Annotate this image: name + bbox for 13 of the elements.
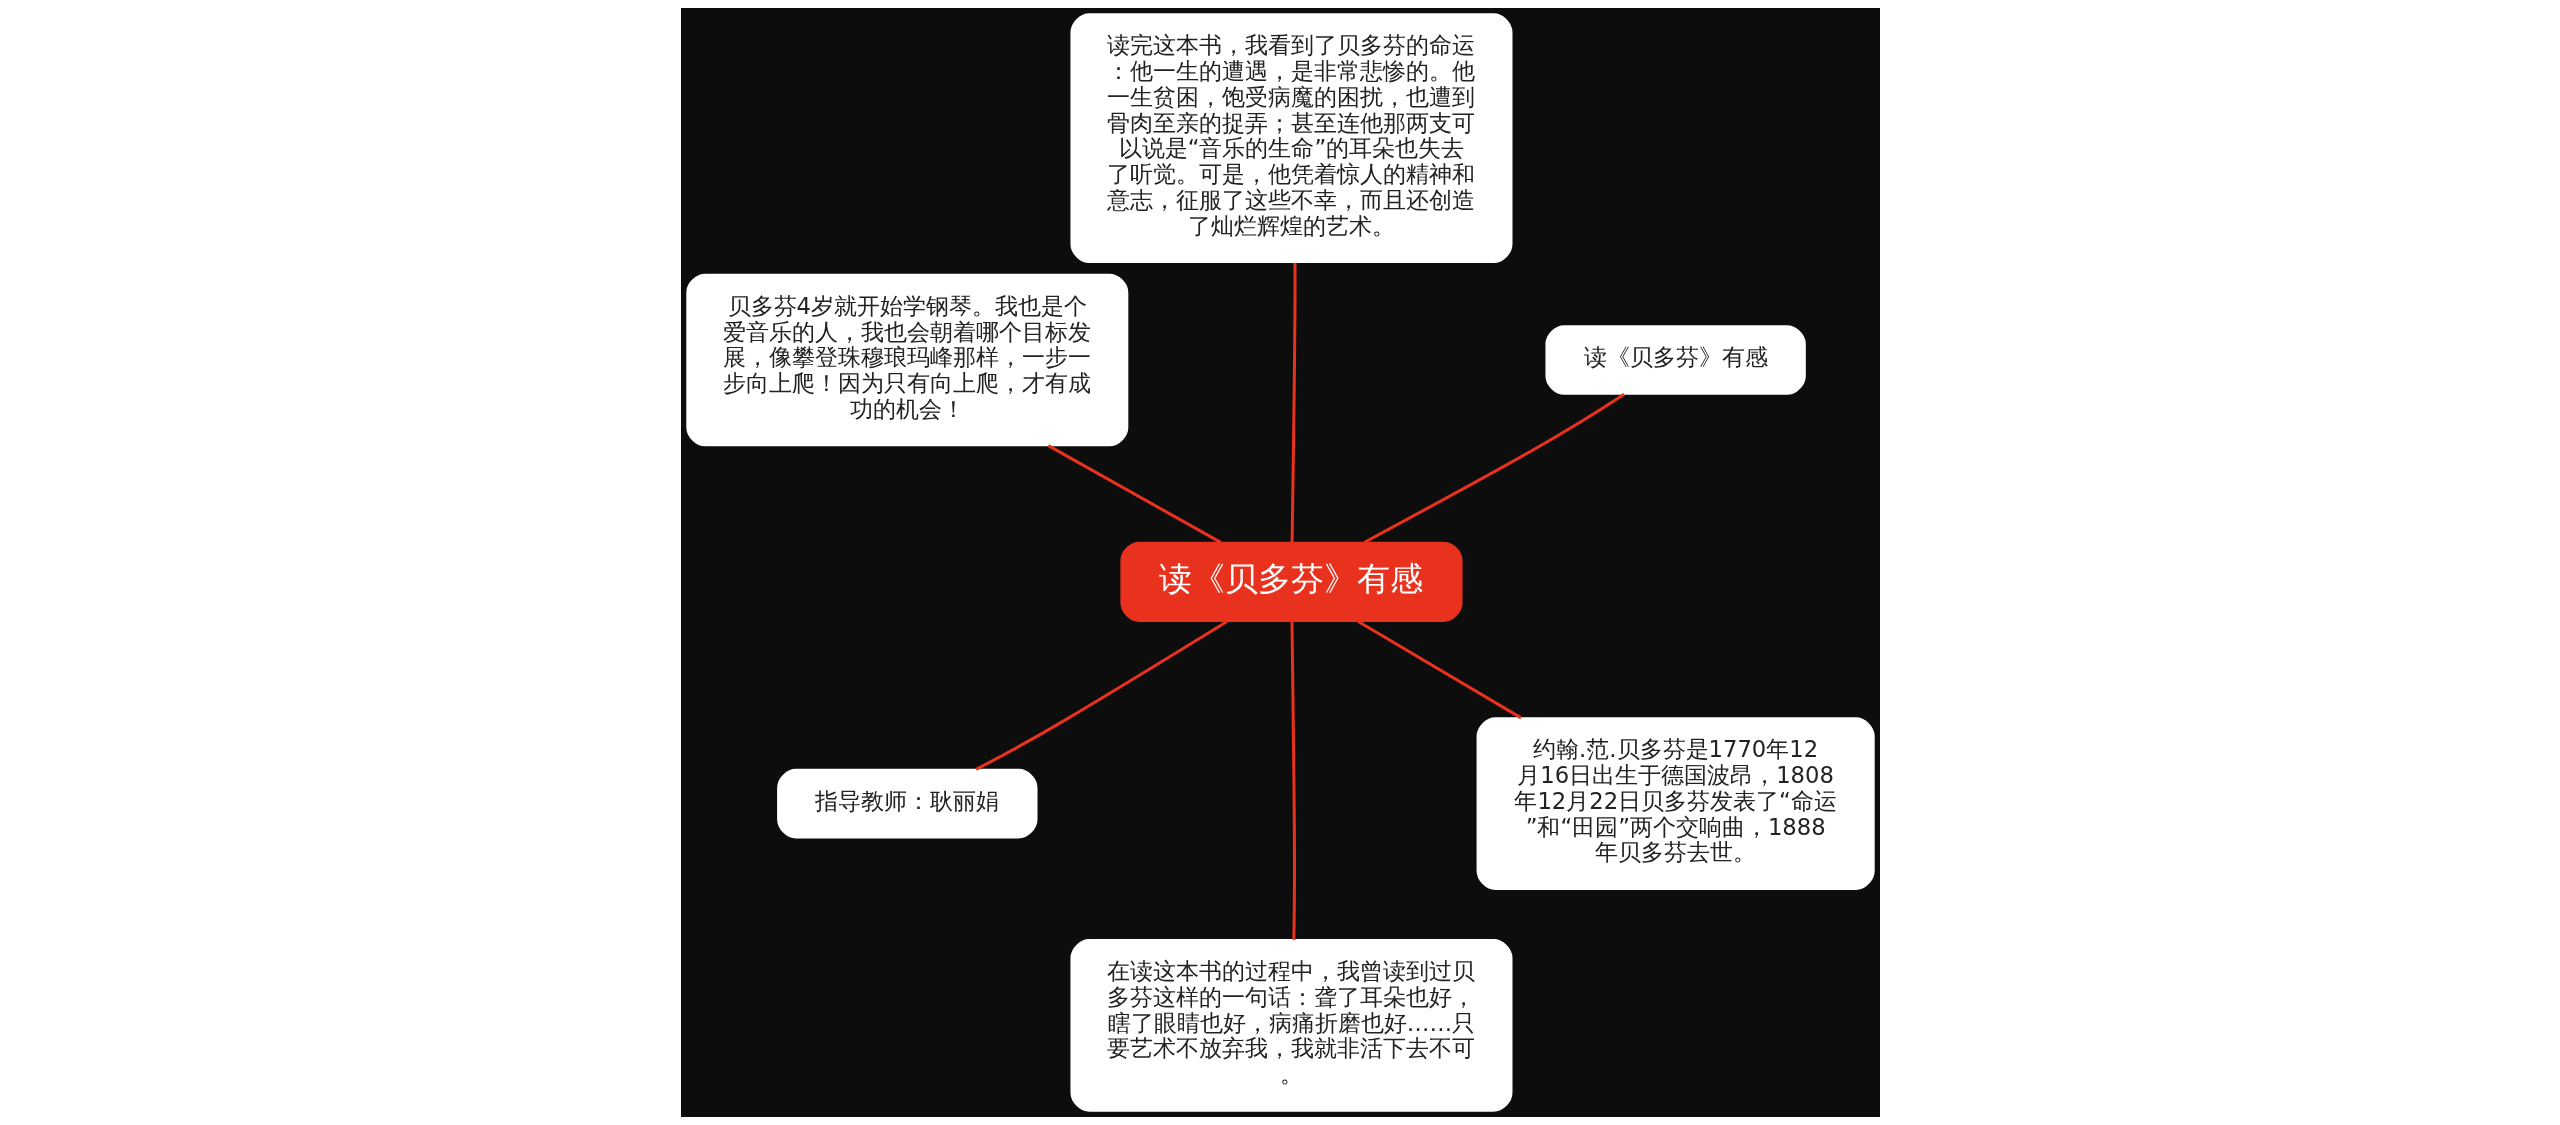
connector bbox=[1290, 262, 1297, 543]
node-box: 贝多芬4岁就开始学钢琴。我也是个爱音乐的人，我也会朝着哪个目标发展，像攀登珠穆琅玛峰那样，一步一步向上爬！因为只有向上爬，才有成功的机会！ bbox=[685, 273, 1128, 447]
node-box: 读完这本书，我看到了贝多芬的命运：他一生的遭遇，是非常悲惨的。他一生贫困，饱受病魔的困扰，也遭到骨肉至亲的捉弄；甚至连他那两支可以说是“音乐的生命”的耳朵也失去了听觉。可是，他凭着惊人的精神和意志，征服了这些不幸，而且还创造了灿烂辉煌的艺术。 bbox=[1069, 13, 1512, 264]
node-box: 指导教师：耿丽娟 bbox=[776, 768, 1037, 839]
connector bbox=[1363, 392, 1625, 544]
node-box: 在读这本书的过程中，我曾读到过贝多芬这样的一句话：聋了耳朵也好，瞎了眼睛也好，病痛折磨也好……只要艺术不放弃我，我就非活下去不可。 bbox=[1069, 939, 1512, 1112]
node-box: 读《贝多芬》有感 bbox=[1119, 541, 1463, 622]
connector bbox=[1047, 444, 1221, 544]
connector bbox=[1356, 620, 1522, 720]
node-box: 约翰.范.贝多芬是1770年12月16日出生于德国波昂，1808年12月22日贝多芬发表了“命运”和“田园”两个交响曲，1888年贝多芬去世。 bbox=[1476, 717, 1875, 890]
connector bbox=[1289, 621, 1296, 940]
connector bbox=[974, 620, 1228, 771]
node-box: 读《贝多芬》有感 bbox=[1544, 325, 1806, 395]
